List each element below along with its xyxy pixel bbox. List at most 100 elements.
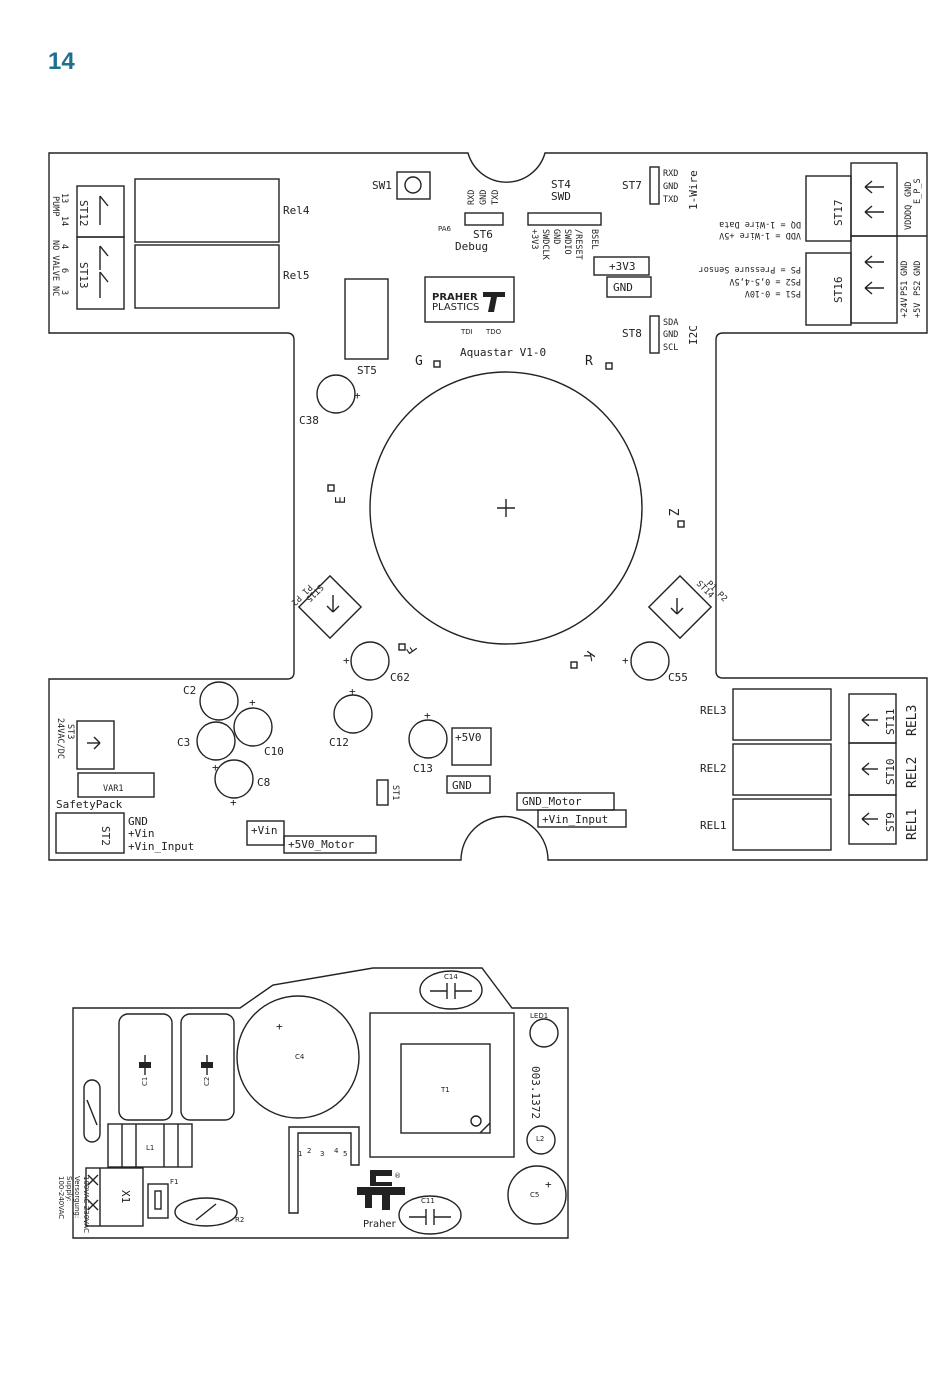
c38-label: C38 bbox=[299, 414, 319, 427]
t1-transformer bbox=[369, 1012, 515, 1158]
st9-label: ST9 bbox=[884, 812, 897, 832]
conn-pin-3: 3 bbox=[320, 1150, 324, 1158]
rel5-label: Rel5 bbox=[283, 269, 310, 282]
st17-pin-gnd: GND bbox=[904, 182, 914, 197]
st4-sub: SWD bbox=[551, 190, 571, 203]
st7-pin-gnd: GND bbox=[663, 182, 678, 192]
c10-label: C10 bbox=[264, 745, 284, 758]
board-2: C1 C2 + C4 C14 T1 LED1 003.1372 L2 + C5 … bbox=[57, 967, 569, 1239]
c55-capacitor bbox=[630, 641, 670, 681]
st4-label: ST4 bbox=[551, 178, 571, 191]
st8-i2c: ST8 SDA GND SCL I2C bbox=[622, 315, 700, 354]
tag-5v0-box bbox=[451, 727, 492, 766]
capacitors-board1: + C38 + C62 + C55 C2 C3 + C10 + + C8 + C… bbox=[177, 374, 688, 809]
c62-label: C62 bbox=[390, 671, 410, 684]
st11-label: ST11 bbox=[884, 709, 897, 736]
st12-pin-14: 14 bbox=[59, 216, 69, 226]
logo-line2: PLASTICS bbox=[432, 302, 479, 313]
rel3-big-label: REL3 bbox=[905, 705, 920, 736]
board-1: SW1 RXD GND TXD PA6 ST6 Debug ST4 SWD +3… bbox=[48, 152, 928, 861]
sw1-label: SW1 bbox=[372, 179, 392, 192]
rel5-relay bbox=[134, 244, 280, 309]
c55-label: C55 bbox=[668, 671, 688, 684]
conn-pin-1: 1 bbox=[298, 1150, 302, 1158]
st7-sub: 1-Wire bbox=[687, 170, 700, 210]
st13-label: ST13 bbox=[77, 262, 90, 289]
st14-sensor bbox=[647, 574, 713, 640]
safetypack-label: SafetyPack bbox=[56, 798, 123, 811]
c11-label: C11 bbox=[421, 1197, 435, 1205]
st2-label: ST2 bbox=[99, 826, 112, 846]
st16-pin-ps2: PS2 bbox=[913, 281, 923, 296]
svg-text:+: + bbox=[354, 389, 361, 402]
tag-vin-input: +Vin_Input bbox=[542, 813, 608, 826]
rel1-label: REL1 bbox=[700, 819, 727, 832]
st9-terminal bbox=[848, 794, 897, 845]
st16-pin-5v: +5V bbox=[913, 303, 923, 318]
st17-terminal bbox=[850, 162, 898, 237]
c8-capacitor bbox=[214, 759, 254, 799]
thermal-fuse bbox=[83, 1079, 101, 1143]
tag-vin-box bbox=[246, 820, 285, 846]
st8-pin-gnd: GND bbox=[663, 330, 678, 340]
c10-capacitor bbox=[233, 707, 273, 747]
st7-1wire: ST7 RXD GND TXD 1-Wire bbox=[622, 166, 700, 210]
st16-pin-24v: +24V bbox=[900, 298, 910, 318]
rel3-label: REL3 bbox=[700, 704, 727, 717]
st4-pin-4: SWDIO bbox=[562, 229, 572, 255]
st13-pin-6: 6 bbox=[59, 268, 69, 273]
sw1-switch bbox=[396, 171, 431, 200]
led1-label: LED1 bbox=[530, 1012, 548, 1020]
r2-varistor bbox=[174, 1197, 238, 1227]
st16-terminal bbox=[850, 235, 898, 324]
c11-capacitor bbox=[398, 1195, 462, 1235]
st15-sensor bbox=[297, 574, 363, 640]
st12-label: ST12 bbox=[77, 200, 90, 227]
connector-frame bbox=[288, 1126, 360, 1214]
page-number: 14 bbox=[48, 48, 75, 75]
st5-label: ST5 bbox=[357, 364, 377, 377]
rel2-big-label: REL2 bbox=[905, 757, 920, 788]
r2-label: R2 bbox=[235, 1216, 244, 1224]
st13-terminal bbox=[76, 236, 125, 310]
st3-sub: 24VAC/DC bbox=[55, 718, 65, 759]
c12-label: C12 bbox=[329, 736, 349, 749]
conn-pin-2: 2 bbox=[307, 1147, 311, 1155]
svg-text:+: + bbox=[276, 1020, 283, 1033]
letter-z: Z bbox=[665, 508, 680, 516]
c4-label: C4 bbox=[295, 1053, 305, 1061]
st5-component bbox=[344, 278, 389, 360]
st12-pin-13: 13 bbox=[59, 193, 69, 203]
tag-vin-input-box bbox=[537, 809, 627, 828]
f1-label: F1 bbox=[170, 1178, 178, 1186]
tag-5v0-motor: +5V0_Motor bbox=[288, 838, 355, 851]
tag-gnd-top: GND bbox=[613, 281, 633, 294]
st13-sub: NO VALVE NC bbox=[50, 240, 60, 296]
rel3-relay bbox=[732, 688, 832, 741]
right-relay-arrows bbox=[861, 713, 878, 826]
c8-label: C8 bbox=[257, 776, 270, 789]
svg-text:+: + bbox=[249, 696, 256, 709]
c14-label: C14 bbox=[444, 973, 458, 981]
var1-label: VAR1 bbox=[103, 784, 123, 794]
supply-line3: 100-240VAC bbox=[57, 1176, 65, 1219]
t1-label: T1 bbox=[440, 1086, 450, 1094]
l2-label: L2 bbox=[536, 1135, 544, 1143]
c4-capacitor bbox=[236, 995, 360, 1119]
praher-logo: Praher ® bbox=[357, 1170, 405, 1230]
st12-sub: PUMP bbox=[50, 196, 60, 216]
rel1-relay bbox=[732, 798, 832, 851]
st16-pin-gnd2: GND bbox=[913, 261, 923, 276]
st13-pin-3: 3 bbox=[59, 290, 69, 295]
var1-component bbox=[77, 772, 155, 798]
tag-5v0: +5V0 bbox=[455, 731, 482, 744]
l1-inductor bbox=[107, 1123, 193, 1168]
letter-e: E bbox=[334, 496, 349, 504]
tag-gnd-bottom-box bbox=[446, 775, 491, 794]
st6-pin-txd: TXD bbox=[491, 190, 501, 205]
legend-3: PS = Pressure Sensor bbox=[699, 264, 801, 274]
center-circle bbox=[369, 371, 643, 645]
tag-vin: +Vin bbox=[251, 824, 278, 837]
tag-5v0-motor-box bbox=[283, 835, 377, 854]
